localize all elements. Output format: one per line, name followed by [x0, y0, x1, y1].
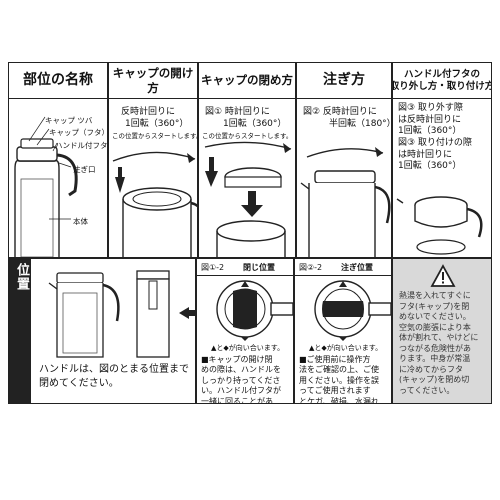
handle-lid-drawing [396, 196, 483, 255]
panel-open-cap: キャップの開け方 反時計回りに 1回転（360°） この位置からスタートします。 [108, 62, 198, 258]
close-cap-drawing [204, 141, 292, 257]
label-handle-lid: ハンドル付フタ [55, 141, 108, 150]
open-cap-line2: 1回転（360°） [125, 119, 189, 129]
open-cap-line3: この位置からスタートします。 [112, 132, 198, 140]
open-cap-drawing [112, 151, 197, 257]
panel-handle-lid: ハンドル付フタの 取り外し方・取り付け方 図③ 取り外す際 は反時計回りに 1回… [392, 62, 492, 258]
handle-lid-title: ハンドル付フタの 取り外し方・取り付け方 [393, 63, 491, 99]
parts-title: 部位の名称 [9, 63, 107, 99]
panel-close-cap: キャップの閉め方 図① 時計回りに 1回転（360°） この位置からスタートしま… [198, 62, 296, 258]
pour-drawing [300, 147, 391, 257]
label-cap-brim: キャップ ツバ [45, 116, 93, 125]
panel-warning: 熱湯を入れてすぐに フタ(キャップ)を閉 めないでください。 空気の膨張により本… [392, 258, 492, 404]
close-cap-line3: この位置からスタートします。 [202, 132, 293, 140]
pour-tab-bar [295, 259, 391, 276]
pour-caption: ▲と◆が向い合います。 [309, 344, 383, 352]
closed-tab-bar [197, 259, 293, 276]
pour-fig-tag: 図②-2 [299, 263, 323, 272]
closed-lid-top-view [216, 280, 293, 341]
pour-line2: 半回転（180°） [329, 119, 392, 129]
label-body: 本体 [73, 217, 88, 226]
note-use-text: ■ご使用前に操作方 法をご確認の上、ご使 用ください。操作を誤 ってご使用されま… [299, 355, 379, 404]
close-cap-title: キャップの閉め方 [199, 63, 295, 99]
handle-position-drawing [48, 270, 195, 358]
open-cap-line1: 反時計回りに [121, 107, 176, 117]
handle-position-side-label: ハンドル付フタの閉め位置 [14, 263, 48, 403]
open-cap-title: キャップの開け方 [109, 63, 197, 99]
bottle-parts-drawing [14, 116, 78, 257]
panel-handle-position: ハンドル付フタの閉め位置 ハンドルは、図のとまる位置まで 閉めてください。 [8, 258, 196, 404]
close-cap-line2: 1回転（360°） [223, 119, 287, 129]
pour-title: 注ぎ方 [297, 63, 391, 99]
close-cap-line1: 図① 時計回りに [205, 107, 270, 117]
note-cap-text: ■キャップの開け閉 めの際は、ハンドルを しっかり持ってくださ い。ハンドル付フ… [201, 355, 281, 404]
panel-pour: 注ぎ方 図② 反時計回りに 半回転（180°） [296, 62, 392, 258]
warning-text: 熱湯を入れてすぐに フタ(キャップ)を閉 めないでください。 空気の膨張により本… [399, 291, 479, 395]
warning-icon [430, 264, 456, 287]
pour-line1: 図② 反時計回りに [303, 107, 377, 117]
panel-parts: 部位の名称 キャップ ツバ キャップ（フタ） ハンドル付フタ 注ぎ口 本体 [8, 62, 108, 258]
pour-lid-top-view [314, 280, 391, 341]
closed-fig-tag: 図①-2 [201, 263, 225, 272]
label-spout: 注ぎ口 [73, 165, 96, 174]
handle-lid-text: 図③ 取り外す際 は反時計回りに 1回転（360°） 図③ 取り付けの際 は時計… [398, 103, 472, 172]
side-label-bar [9, 259, 31, 403]
handle-position-text: ハンドルは、図のとまる位置まで 閉めてください。 [39, 364, 189, 389]
closed-fig-label: 閉じ位置 [243, 263, 275, 272]
panel-pour-position: 図②-2 注ぎ位置 ▲と◆が向い合います。 ■ご使用前に操作方 法をご確認の上、… [294, 258, 392, 404]
pour-fig-label: 注ぎ位置 [341, 263, 373, 272]
panel-closed-position: 図①-2 閉じ位置 ▲と◆が向い合います。 ■キャップの開け閉 めの際は、ハンド… [196, 258, 294, 404]
closed-caption: ▲と◆が向い合います。 [211, 344, 285, 352]
label-cap: キャップ（フタ） [49, 128, 108, 137]
